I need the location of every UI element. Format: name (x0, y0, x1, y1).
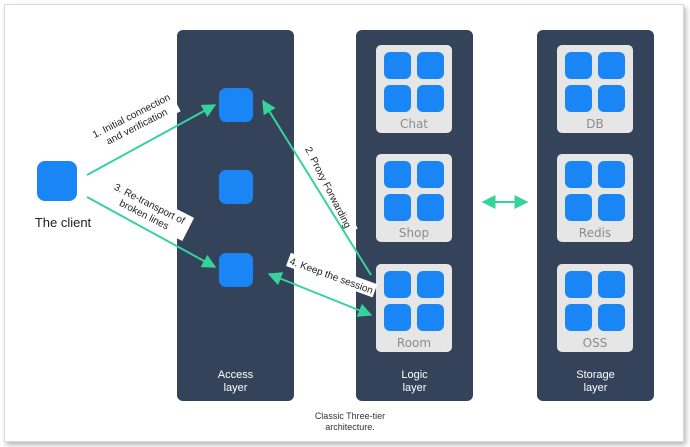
access-node-2 (219, 170, 253, 204)
retransport-label-bg (100, 176, 195, 242)
storage-layer-label: Storage layer (576, 369, 615, 394)
oss-node: OSS (557, 264, 633, 352)
chat-tile-3 (384, 85, 411, 112)
room-tile-3 (384, 304, 411, 331)
redis-node: Redis (557, 154, 633, 242)
shop-tile-3 (384, 194, 411, 221)
oss-tile-4 (598, 304, 625, 331)
shop-node-label: Shop (398, 226, 430, 240)
db-tile-3 (565, 85, 592, 112)
oss-node-label: OSS (582, 336, 608, 350)
shop-tile-2 (417, 161, 444, 188)
room-node: Room (376, 264, 452, 352)
arrows-layer: 1. Initial connection and verification 3… (86, 88, 529, 317)
room-node-label: Room (396, 336, 432, 350)
db-node-label: DB (586, 117, 604, 131)
redis-tile-2 (598, 161, 625, 188)
access-node-3 (219, 253, 253, 287)
chat-tile-2 (417, 52, 444, 79)
room-tile-2 (417, 271, 444, 298)
db-tile-4 (598, 85, 625, 112)
chat-tile-4 (417, 85, 444, 112)
redis-tile-4 (598, 194, 625, 221)
redis-tile-1 (565, 161, 592, 188)
oss-tile-2 (598, 271, 625, 298)
redis-node-label: Redis (578, 226, 612, 240)
access-layer: Access layer (177, 30, 294, 401)
initial-connection-arrow (86, 104, 217, 176)
proxy-forwarding-label: 2. Proxy Forwarding (302, 145, 352, 230)
initial-label-bg (86, 88, 181, 154)
keep-session-arrow (267, 272, 373, 317)
diagram-caption: Classic Three-tier architecture. (314, 411, 386, 432)
client-label: The client (34, 215, 92, 230)
shop-tile-4 (417, 194, 444, 221)
db-tile-1 (565, 52, 592, 79)
redis-tile-3 (565, 194, 592, 221)
oss-tile-1 (565, 271, 592, 298)
chat-node-label: Chat (399, 117, 429, 131)
diagram-frame: Access layer Chat Shop Room Logic layer (4, 4, 684, 442)
oss-tile-3 (565, 304, 592, 331)
proxy-forwarding-arrow (262, 99, 372, 276)
logic-layer-label: Logic layer (401, 369, 428, 394)
db-tile-2 (598, 52, 625, 79)
access-layer-label: Access layer (217, 369, 254, 394)
storage-layer: DB Redis OSS Storage layer (537, 30, 654, 401)
shop-node: Shop (376, 154, 452, 242)
client-node (37, 161, 77, 201)
logic-layer: Chat Shop Room Logic layer (356, 30, 473, 401)
keep-session-label-text: 4. Keep the session (288, 256, 374, 296)
db-node: DB (557, 45, 633, 133)
chat-node: Chat (376, 45, 452, 133)
room-tile-1 (384, 271, 411, 298)
proxy-label-bg (299, 139, 358, 235)
keep-session-label: 4. Keep the session (288, 256, 374, 296)
chat-tile-1 (384, 52, 411, 79)
shop-tile-1 (384, 161, 411, 188)
access-node-1 (219, 88, 253, 122)
proxy-label-text: 2. Proxy Forwarding (302, 145, 352, 230)
room-tile-4 (417, 304, 444, 331)
retransport-arrow (86, 196, 217, 268)
